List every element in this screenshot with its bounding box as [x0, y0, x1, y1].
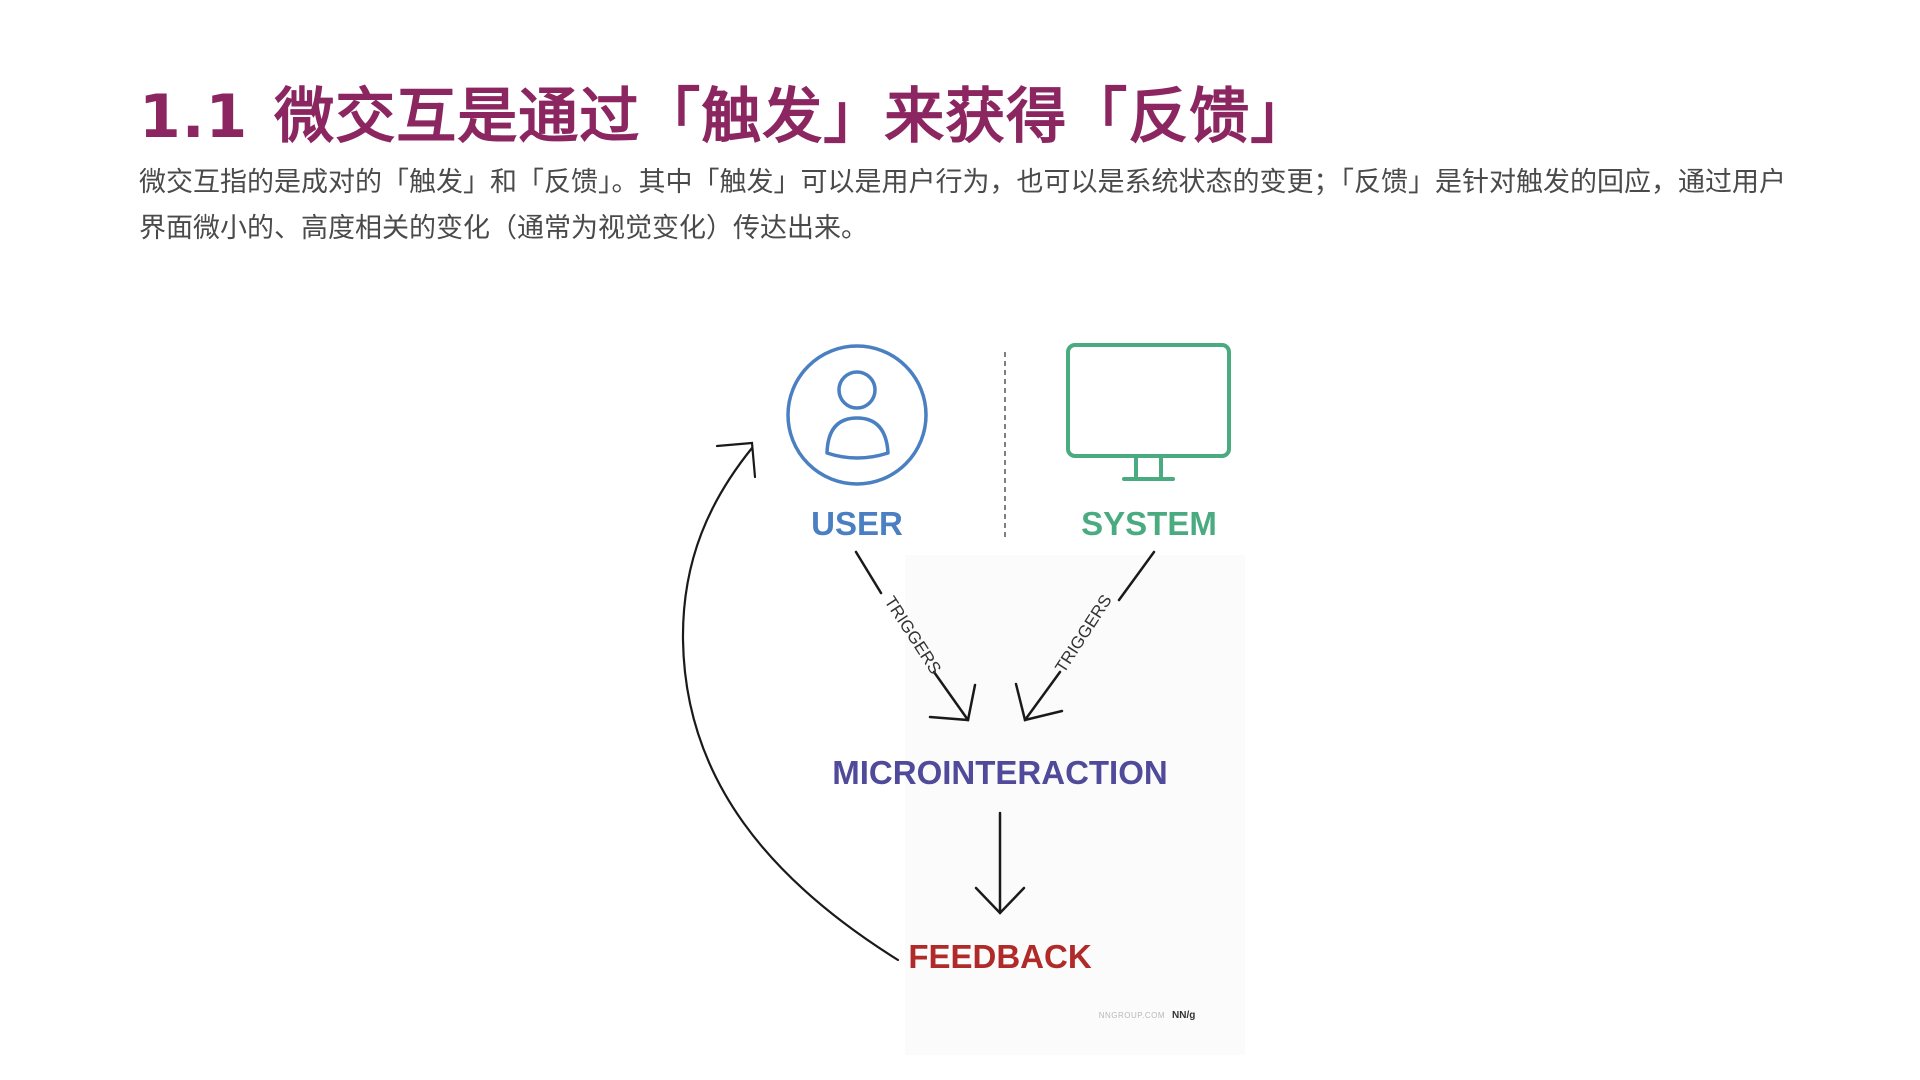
description-paragraph: 微交互指的是成对的「触发」和「反馈」。其中「触发」可以是用户行为，也可以是系统状… — [139, 167, 1786, 244]
monitor-icon — [1066, 343, 1231, 481]
system-label: SYSTEM — [1081, 505, 1217, 542]
section-number: 1.1 — [139, 82, 249, 152]
system-trigger-arrow — [1014, 550, 1156, 722]
watermark-logo: NN/g — [1172, 1010, 1195, 1021]
diagram-background — [905, 555, 1245, 1055]
user-trigger-arrow — [854, 550, 977, 722]
page-title: 1.1 微交互是通过「触发」来获得「反馈」 — [139, 68, 1311, 155]
user-label: USER — [811, 505, 903, 542]
loop-back-arrow — [681, 441, 900, 962]
feedback-label: FEEDBACK — [908, 938, 1092, 975]
microinteraction-label: MICROINTERACTION — [832, 754, 1167, 791]
user-icon — [786, 344, 928, 486]
title-text: 微交互是通过「触发」来获得「反馈」 — [274, 82, 1312, 152]
feedback-arrow — [974, 811, 1026, 915]
watermark-site: NNGROUP.COM — [1099, 1011, 1165, 1020]
